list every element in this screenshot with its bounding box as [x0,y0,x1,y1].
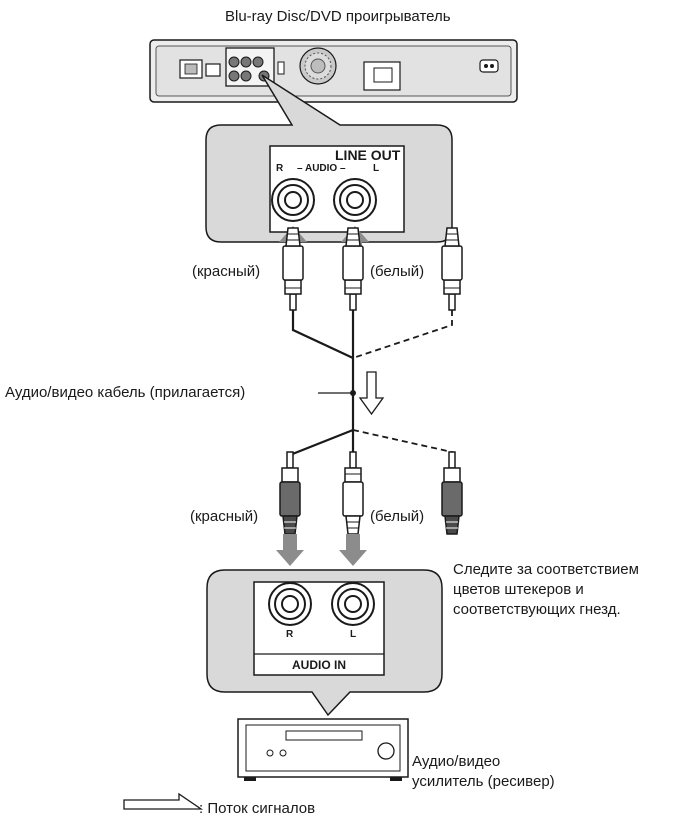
cable-pointer-dot [350,390,356,396]
plug-white-bottom [342,451,364,535]
insert-arrow-bottom-red [276,534,304,566]
in-r-label: R [286,629,294,640]
signal-flow-arrow [358,371,385,416]
color-match-note-line3: соответствующих гнезд. [453,601,621,618]
audio-in-callout [206,569,443,717]
jack-r-label: R [276,163,284,174]
player-title: Blu-ray Disc/DVD проигрыватель [225,8,451,25]
red-label-top: (красный) [192,263,261,280]
plug-red-top [282,227,304,311]
line-out-callout [205,74,453,243]
av-cable [288,310,355,470]
jack-l-label: L [373,163,380,174]
legend-label: : Поток сигналов [199,800,316,817]
plug-video-bottom [441,451,463,535]
line-out-label: LINE OUT [335,147,401,163]
red-label-bottom: (красный) [190,508,259,525]
white-label-top: (белый) [370,263,425,280]
legend-flow-arrow [123,792,204,810]
cable-label: Аудио/видео кабель (прилагается) [5,384,246,401]
color-match-note-line1: Следите за соответствием [453,561,639,578]
color-match-note-line2: цветов штекеров и [453,581,584,598]
white-label-bottom: (белый) [370,508,425,525]
in-l-label: L [350,629,357,640]
audio-in-label: AUDIO IN [292,658,346,672]
audio-header-label: – AUDIO – [297,163,346,174]
insert-arrow-bottom-white [339,534,367,566]
receiver-label-line2: усилитель (ресивер) [412,773,555,790]
plug-video-top [441,227,463,311]
receiver-label-line1: Аудио/видео [412,753,501,770]
blu-ray-player [149,39,518,103]
plug-red-bottom [279,451,301,535]
av-receiver [237,718,409,781]
plug-white-top [342,227,364,311]
